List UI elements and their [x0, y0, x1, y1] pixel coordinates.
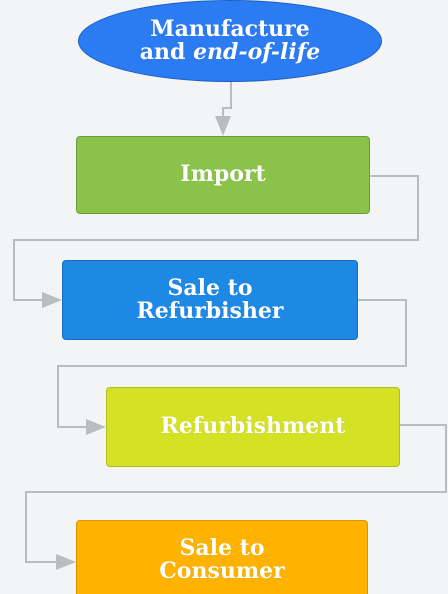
node-sale-consumer-line1: Sale to — [179, 534, 265, 561]
connector-import-to-sale-refurbisher — [13, 175, 419, 308]
node-sale-to-consumer: Sale to Consumer — [76, 520, 368, 594]
node-sale-consumer-line2: Consumer — [159, 558, 285, 584]
connector-manufacture-to-import — [215, 82, 232, 136]
node-refurbishment: Refurbishment — [106, 387, 400, 467]
node-manufacture-line2-prefix: and — [139, 39, 186, 65]
node-import-label: Import — [180, 161, 266, 188]
node-import: Import — [76, 136, 370, 214]
node-sale-refurbisher-line1: Sale to — [167, 274, 253, 301]
node-manufacture-line2: and end-of-life — [139, 39, 321, 65]
node-sale-to-refurbisher: Sale to Refurbisher — [62, 260, 358, 340]
connector-refurbishment-to-sale-consumer — [25, 424, 447, 570]
node-manufacture-end-of-life: Manufacture and end-of-life — [78, 0, 382, 82]
node-manufacture-line2-italic: end-of-life — [193, 39, 321, 65]
node-sale-refurbisher-line2: Refurbisher — [136, 298, 284, 324]
connector-sale-refurbisher-to-refurbishment — [57, 299, 407, 435]
node-manufacture-line1: Manufacture — [150, 15, 310, 42]
node-refurbishment-label: Refurbishment — [160, 413, 346, 440]
